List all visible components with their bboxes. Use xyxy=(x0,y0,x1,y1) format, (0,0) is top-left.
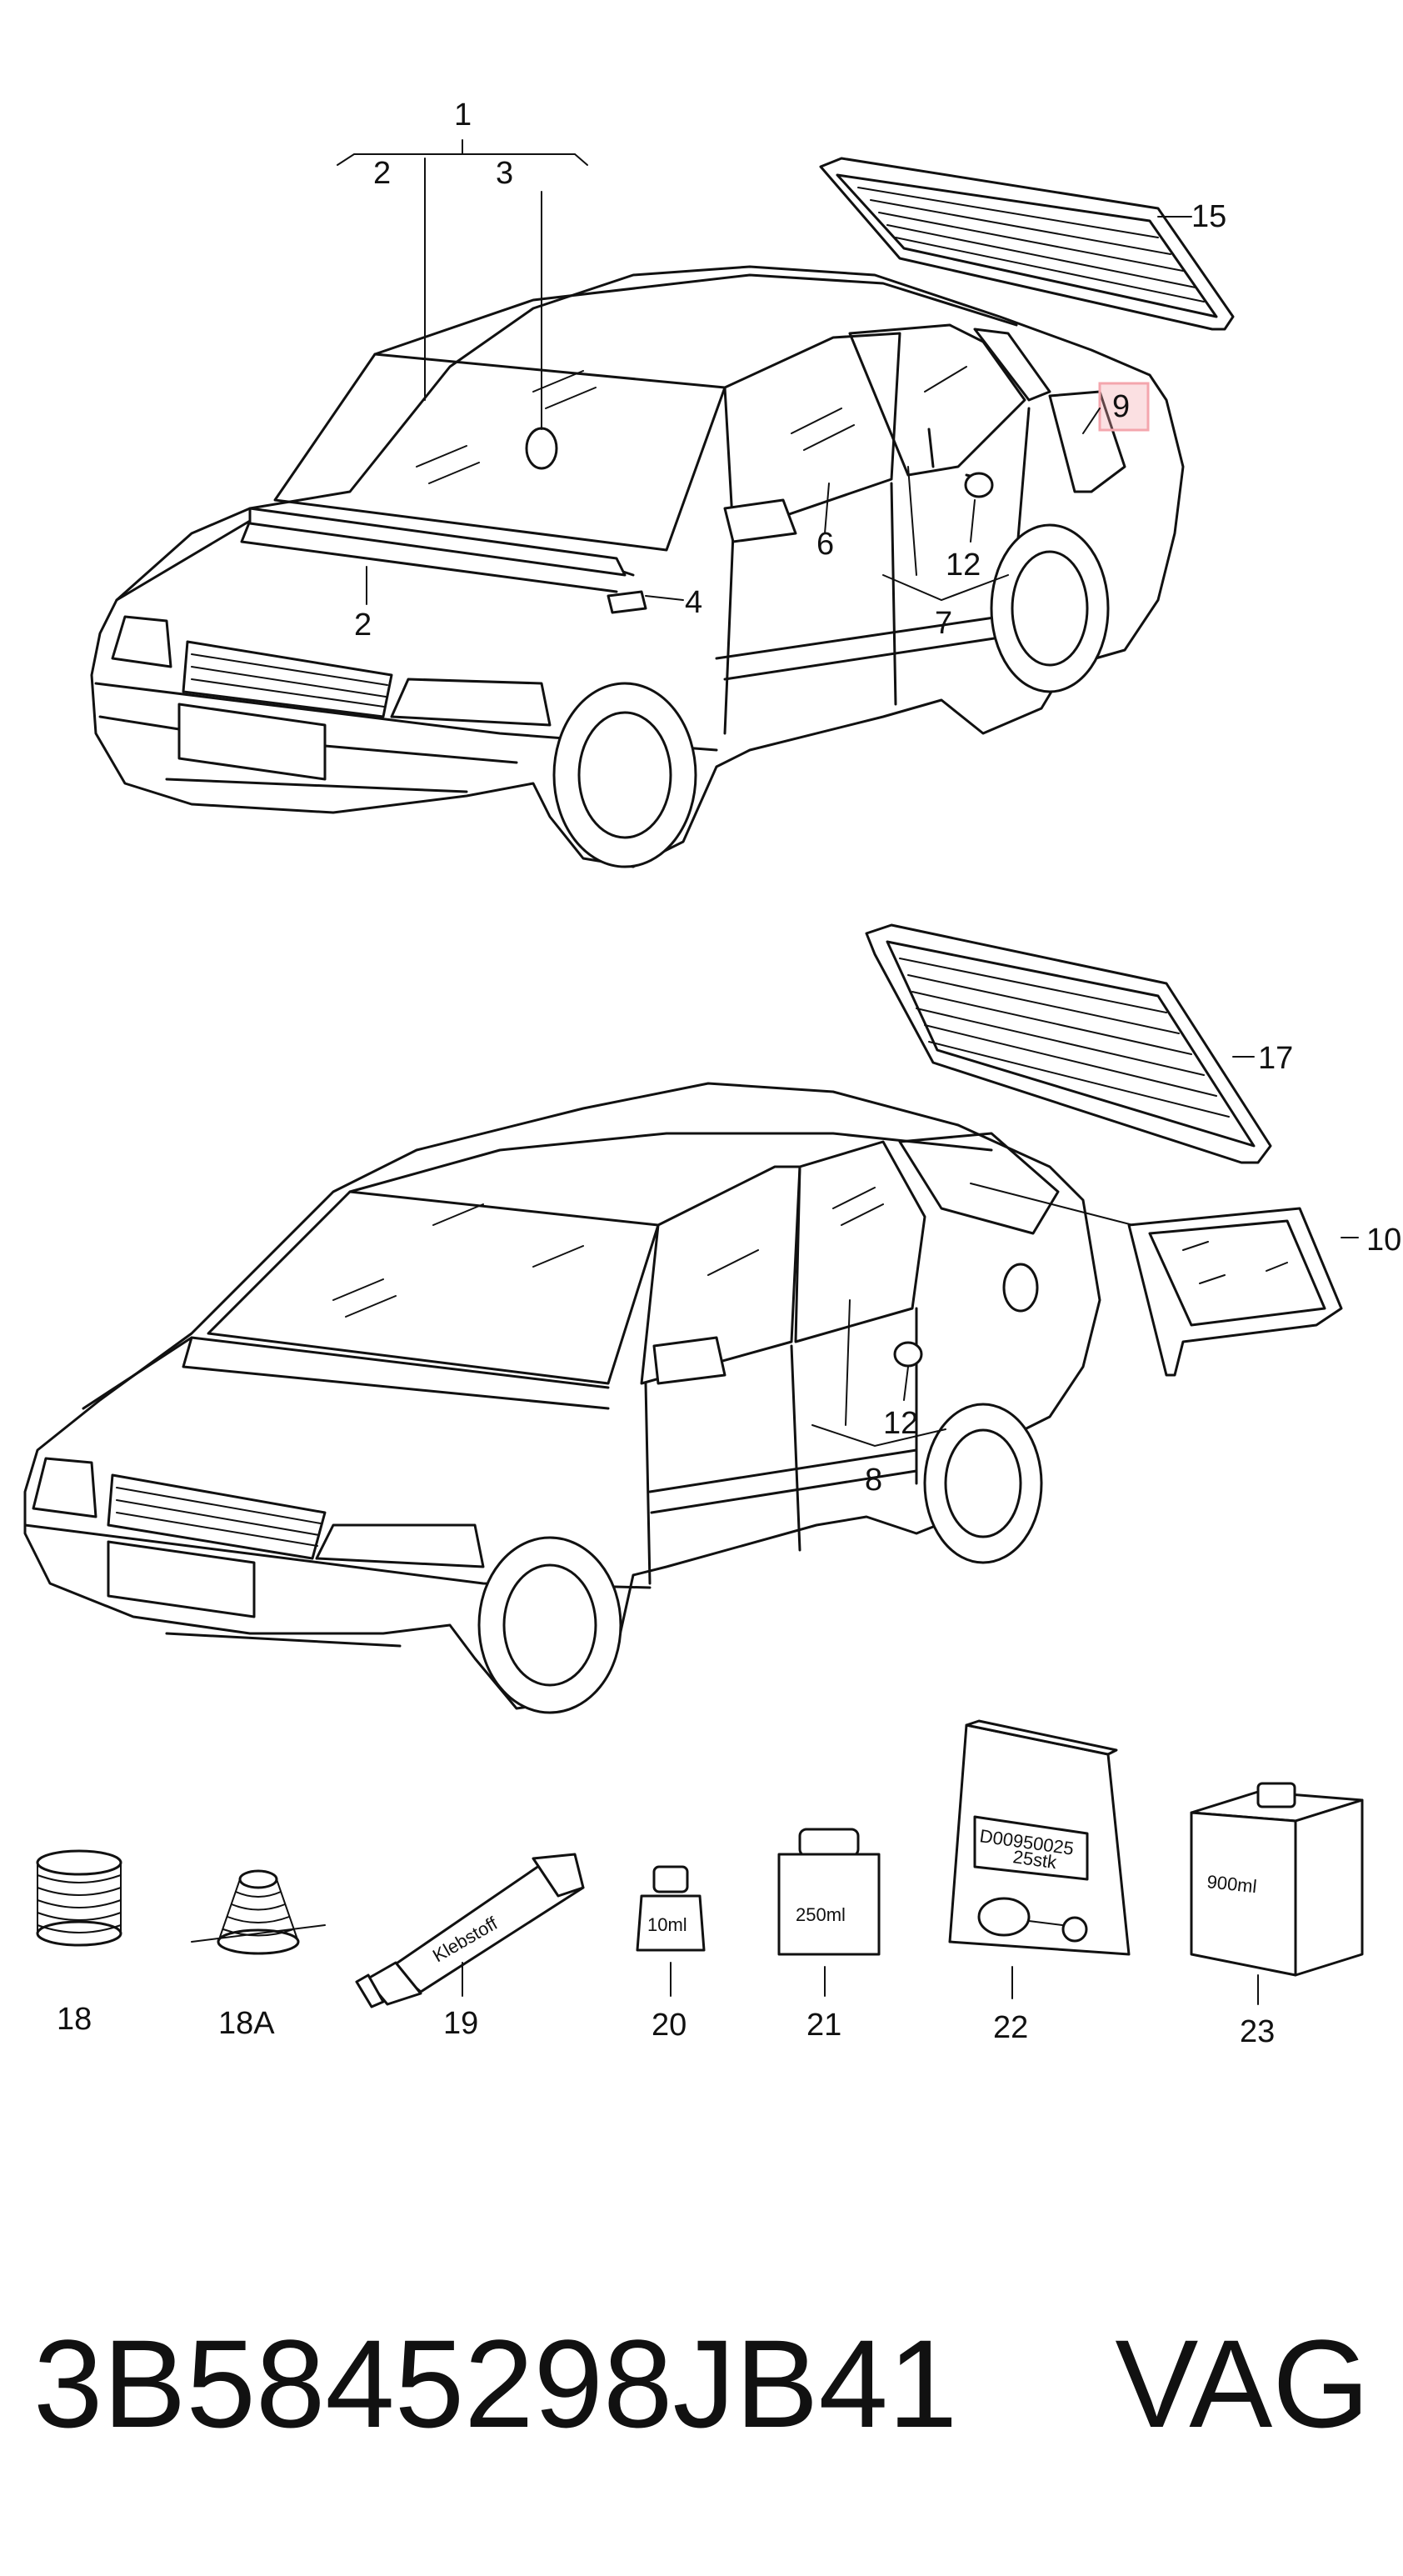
callout-18: 18 xyxy=(57,2002,92,2037)
callout-15: 15 xyxy=(1191,199,1226,234)
estate-illustration xyxy=(23,1082,1101,1714)
sedan-leaders xyxy=(337,139,1192,605)
footer: 3B5845298JB41 VAG xyxy=(33,2317,1370,2450)
callout-17: 17 xyxy=(1258,1041,1293,1076)
callout-19: 19 xyxy=(443,2006,478,2041)
brand-label: VAG xyxy=(1115,2313,1370,2453)
estate-leaders xyxy=(811,1056,1359,1448)
callout-21: 21 xyxy=(806,2008,841,2043)
callout-6: 6 xyxy=(816,527,834,562)
box-label: 900ml xyxy=(1206,1871,1257,1897)
bottle-label: 10ml xyxy=(647,1914,687,1935)
item-19-tube: Klebstoff xyxy=(355,1853,585,2008)
callout-23: 23 xyxy=(1240,2014,1275,2049)
callout-20: 20 xyxy=(652,2008,687,2043)
callout-9: 9 xyxy=(1112,389,1130,424)
item-18-coil xyxy=(36,1849,122,1947)
item-23-box: 900ml xyxy=(1190,1782,1364,1977)
item-20-bottle: 10ml xyxy=(636,1865,706,1952)
callout-2a: 2 xyxy=(373,156,391,191)
highlight-9 xyxy=(1098,382,1150,432)
item-18a-cone xyxy=(191,1869,326,1955)
item-22-bag: D00950025 25stk xyxy=(948,1719,1131,1956)
callout-18a: 18A xyxy=(218,2006,275,2041)
item-21-can: 250ml xyxy=(777,1828,881,1956)
sedan-illustration xyxy=(90,265,1185,868)
rear-window-17 xyxy=(865,923,1272,1164)
quarter-glass-10 xyxy=(1127,1207,1343,1377)
callout-3: 3 xyxy=(496,156,513,191)
part-number: 3B5845298JB41 xyxy=(33,2313,958,2453)
callout-4: 4 xyxy=(685,585,702,620)
callout-12a: 12 xyxy=(946,548,981,583)
rear-window-15 xyxy=(819,157,1235,331)
callout-12b: 12 xyxy=(883,1406,918,1441)
callout-22: 22 xyxy=(993,2010,1028,2045)
callout-7: 7 xyxy=(935,606,952,641)
callout-8: 8 xyxy=(865,1463,882,1498)
callout-10: 10 xyxy=(1366,1223,1401,1258)
can-label: 250ml xyxy=(796,1904,846,1925)
callout-1: 1 xyxy=(454,98,472,133)
callout-2b: 2 xyxy=(354,608,372,643)
